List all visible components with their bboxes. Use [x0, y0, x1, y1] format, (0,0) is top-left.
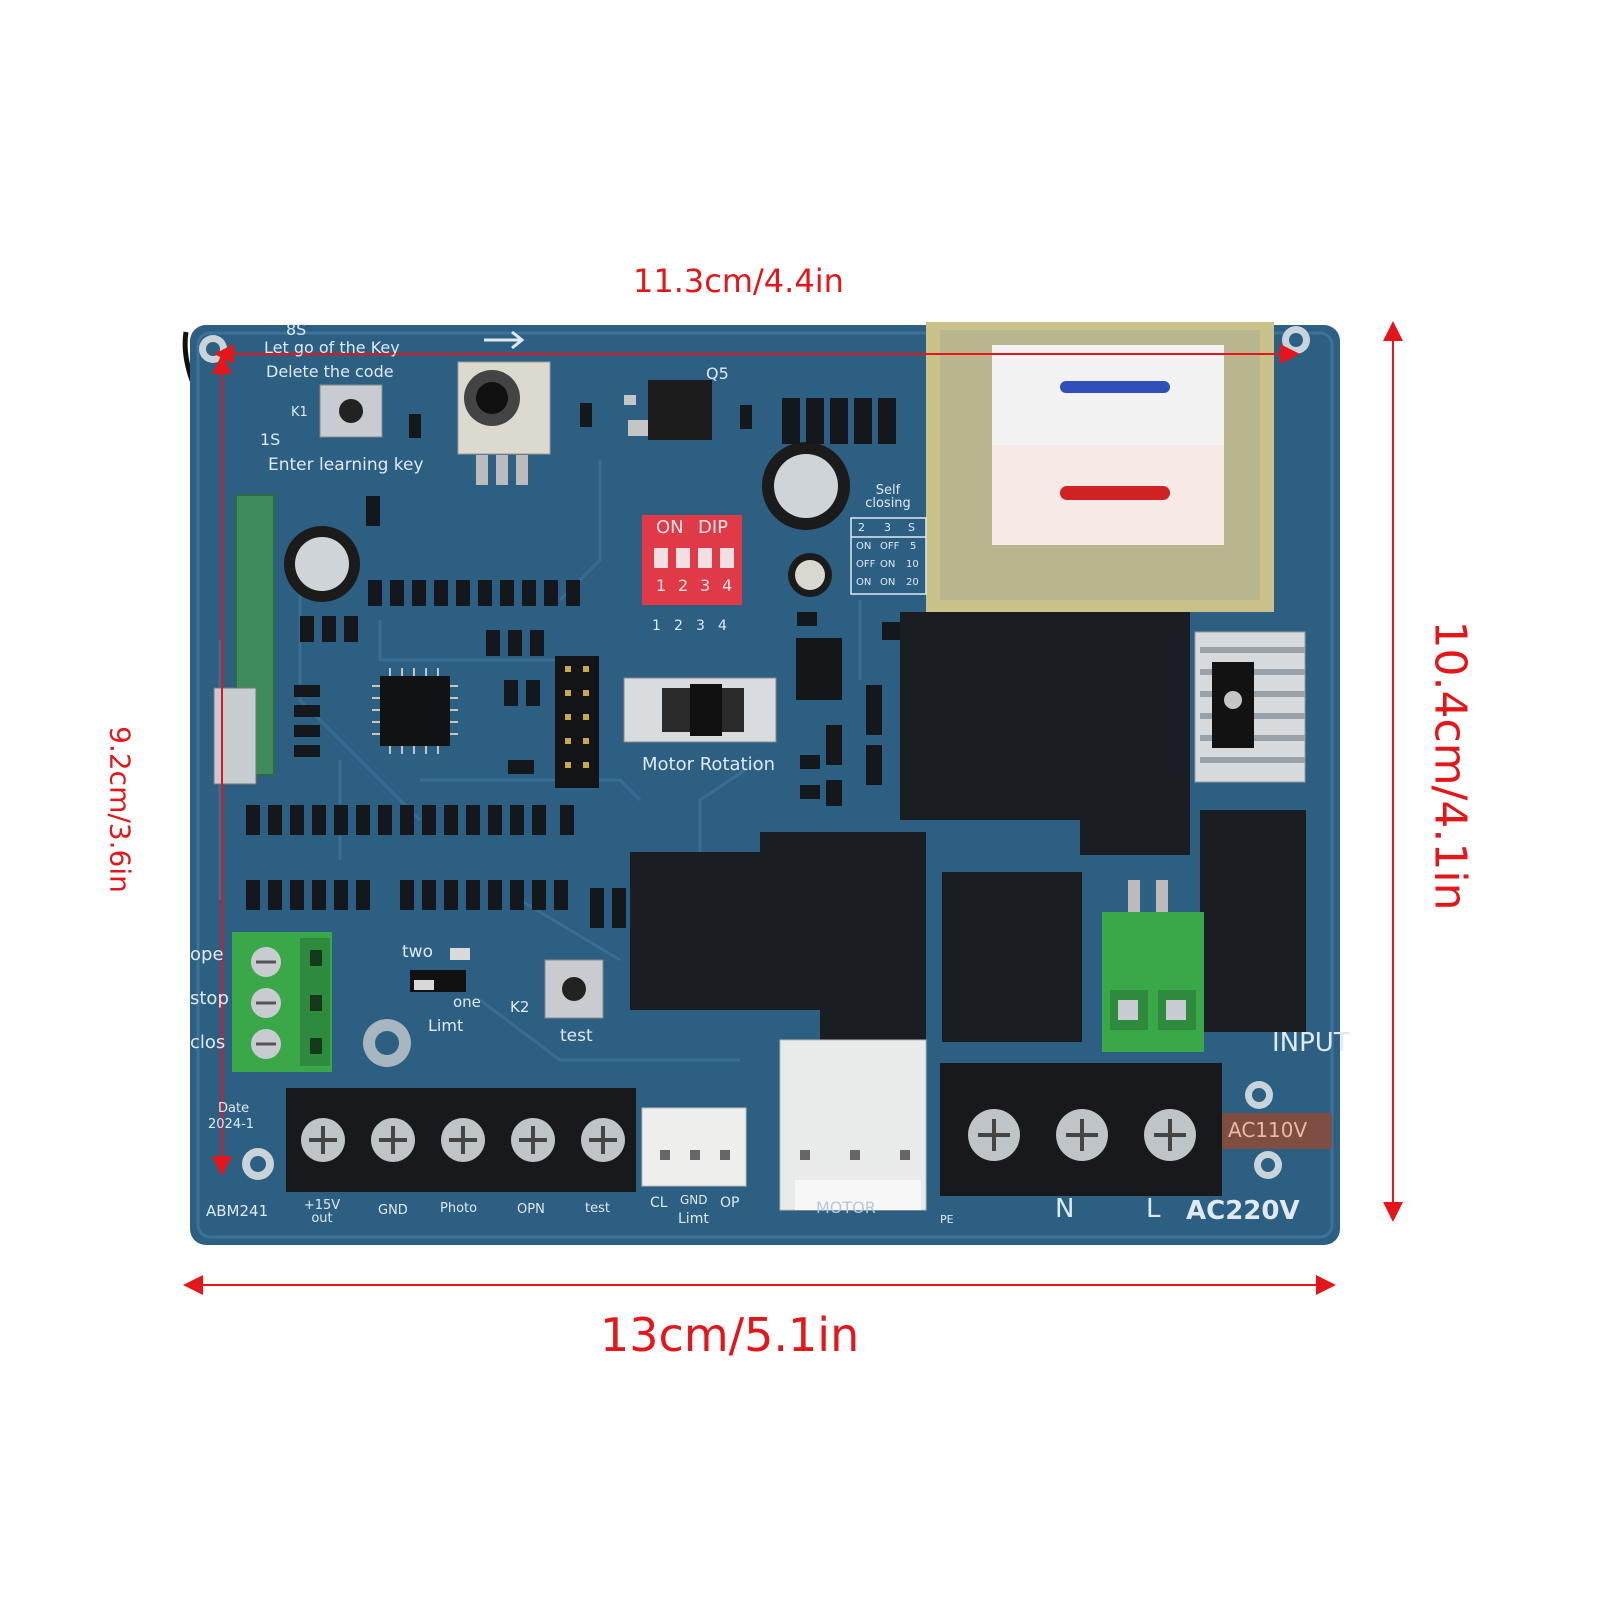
- terminal-label-photo: Photo: [440, 1201, 478, 1216]
- silk-k1: K1: [291, 405, 308, 420]
- silk-motor-rotation: Motor Rotation: [642, 754, 776, 775]
- silk-q5: Q5: [706, 364, 729, 383]
- dimension-arrows: [183, 321, 1403, 1295]
- bottom-width-label: 13cm/5.1in: [600, 1308, 860, 1362]
- silk-let-go: Let go of the Key: [264, 338, 400, 357]
- self-closing-h2: 3: [884, 521, 891, 534]
- motor-rotation-switch: [623, 677, 777, 743]
- silk-delete-code: Delete the code: [266, 362, 394, 381]
- terminal-label-gnd: GND: [378, 1203, 408, 1218]
- heatsink: [1194, 631, 1306, 783]
- self-closing-r1c2: OFF: [880, 541, 900, 552]
- limit-pin-cl: CL: [650, 1195, 668, 1211]
- dip-silk-3: 3: [696, 618, 705, 634]
- silk-k2: K2: [510, 998, 530, 1016]
- dip-num-2: 2: [678, 576, 689, 595]
- silk-model: ABM241: [206, 1202, 269, 1220]
- green-terminal-right: [1102, 880, 1204, 1052]
- silk-test-button: test: [560, 1026, 593, 1046]
- power-label-pe: PE: [940, 1213, 954, 1226]
- green-terminal-left: [232, 932, 332, 1072]
- dip-num-1: 1: [656, 576, 667, 595]
- self-closing-table: [850, 517, 927, 595]
- silk-date-label: Date: [218, 1101, 250, 1116]
- optocoupler: [796, 638, 842, 700]
- microcontroller-chip: [372, 668, 458, 754]
- self-closing-r3c2: ON: [880, 577, 896, 588]
- electrolytic-capacitors: [284, 442, 850, 602]
- silk-1s: 1S: [260, 430, 281, 449]
- self-closing-h3: S: [908, 521, 915, 534]
- side-input-close: clos: [190, 1032, 226, 1053]
- limit-connector-label: Limt: [678, 1211, 709, 1227]
- self-closing-h1: 2: [858, 521, 865, 534]
- potentiometer: [457, 330, 551, 485]
- limit-jumper: [410, 948, 470, 992]
- power-label-alt-voltage: AC110V: [1228, 1118, 1308, 1142]
- dip-num-4: 4: [722, 576, 733, 595]
- self-closing-r3c1: ON: [856, 577, 872, 588]
- transformer: [926, 322, 1274, 612]
- dip-label-on: ON: [656, 517, 684, 538]
- dip-silk-1: 1: [652, 618, 661, 634]
- self-closing-title: Self closing: [865, 483, 911, 511]
- self-closing-r1c3: 5: [910, 541, 917, 552]
- side-input-stop: stop: [190, 988, 229, 1009]
- dip-silk-4: 4: [718, 618, 727, 634]
- terminal-label-15v: +15V out: [303, 1198, 341, 1226]
- k2-test-button: [544, 959, 604, 1019]
- power-terminal-block: [940, 1063, 1222, 1196]
- limit-connector: [641, 1107, 747, 1187]
- power-label-l: L: [1146, 1194, 1161, 1224]
- motor-label: MOTOR: [816, 1198, 876, 1217]
- limit-pin-op: OP: [720, 1195, 740, 1211]
- pin-header: [555, 656, 599, 788]
- side-input-open: ope: [190, 944, 224, 965]
- power-label-input: INPUT: [1272, 1028, 1350, 1058]
- relays: [630, 612, 1306, 1070]
- self-closing-r2c1: OFF: [856, 559, 876, 570]
- smd-components: [246, 398, 902, 928]
- self-closing-r1c1: ON: [856, 541, 872, 552]
- silk-two: two: [402, 942, 433, 962]
- dip-label-dip: DIP: [698, 517, 729, 538]
- terminal-label-test: test: [585, 1201, 610, 1216]
- top-width-label: 11.3cm/4.4in: [633, 262, 844, 300]
- bottom-terminal-strip: [286, 1088, 636, 1192]
- silk-8s: 8S: [286, 320, 307, 339]
- self-closing-r2c3: 10: [906, 559, 919, 570]
- silk-one: one: [453, 993, 481, 1011]
- dip-switch: [642, 515, 742, 605]
- self-closing-r3c3: 20: [906, 577, 919, 588]
- motor-connector: [779, 1039, 927, 1211]
- silk-date-value: 2024-1: [208, 1117, 255, 1132]
- ac110v-patch: [1222, 1113, 1332, 1149]
- q5-transistor: [624, 380, 712, 440]
- power-label-n: N: [1055, 1194, 1075, 1224]
- terminal-label-opn: OPN: [517, 1202, 545, 1217]
- limit-pin-gnd: GND: [680, 1193, 708, 1207]
- k1-learn-button: [319, 384, 383, 438]
- self-closing-r2c2: ON: [880, 559, 896, 570]
- power-label-voltage: AC220V: [1186, 1196, 1300, 1226]
- dip-silk-2: 2: [674, 618, 683, 634]
- rf-module: [213, 494, 275, 785]
- silk-limt: Limt: [428, 1016, 464, 1035]
- silk-enter-learning: Enter learning key: [268, 455, 424, 475]
- dip-num-3: 3: [700, 576, 711, 595]
